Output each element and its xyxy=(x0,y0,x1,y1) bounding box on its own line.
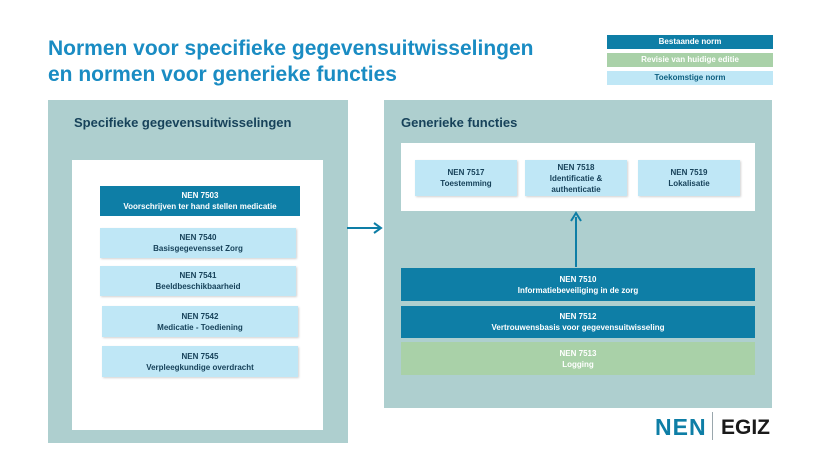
norm-code: NEN 7513 xyxy=(559,348,597,358)
norm-code: NEN 7517 xyxy=(447,168,485,177)
norm-box-7519: NEN 7519 Lokalisatie xyxy=(638,160,740,196)
norm-name: Beeldbeschikbaarheid xyxy=(155,282,241,291)
norm-code: NEN 7512 xyxy=(559,312,597,321)
norm-code: NEN 7545 xyxy=(181,351,219,361)
logo-divider xyxy=(712,412,713,440)
norm-box-7541: NEN 7541 Beeldbeschikbaarheid xyxy=(100,266,296,296)
norm-name: Logging xyxy=(562,359,594,369)
norm-code: NEN 7519 xyxy=(670,168,708,177)
title-line-1: Normen voor specifieke gegevensuitwissel… xyxy=(48,37,534,60)
norm-box-7513: NEN 7513 Logging xyxy=(401,342,755,375)
norm-code: NEN 7542 xyxy=(181,311,219,321)
norm-box-7503: NEN 7503 Voorschrijven ter hand stellen … xyxy=(100,186,300,216)
norm-name: Lokalisatie xyxy=(668,179,710,188)
norm-code: NEN 7540 xyxy=(179,233,217,242)
specific-exchanges-title: Specifieke gegevensuitwisselingen xyxy=(74,115,292,130)
norm-name: Vertrouwensbasis voor gegevensuitwisseli… xyxy=(491,323,665,332)
norm-name: Voorschrijven ter hand stellen medicatie xyxy=(123,202,277,211)
generic-functions-panel: Generieke functies NEN 7517 Toestemming … xyxy=(384,100,772,408)
specific-norms-container: NEN 7503 Voorschrijven ter hand stellen … xyxy=(72,160,323,430)
norm-name: Informatiebeveiliging in de zorg xyxy=(517,285,639,295)
norm-name: Verpleegkundige overdracht xyxy=(146,362,254,372)
specific-exchanges-panel: Specifieke gegevensuitwisselingen NEN 75… xyxy=(48,100,348,443)
norm-box-7542: NEN 7542 Medicatie - Toediening xyxy=(102,306,298,337)
norm-name: Basisgegevensset Zorg xyxy=(153,244,243,253)
page-title: Normen voor specifieke gegevensuitwissel… xyxy=(48,36,568,88)
nen-logo: NEN xyxy=(655,414,707,440)
norm-name: Medicatie - Toediening xyxy=(157,322,243,332)
legend-revision: Revisie van huidige editie xyxy=(607,53,773,67)
norm-box-7545: NEN 7545 Verpleegkundige overdracht xyxy=(102,346,298,377)
norm-box-7517: NEN 7517 Toestemming xyxy=(415,160,517,196)
generic-norms-container: NEN 7517 Toestemming NEN 7518 Identifica… xyxy=(401,143,755,211)
arrow-up-icon xyxy=(570,211,582,267)
generic-functions-title: Generieke functies xyxy=(401,115,518,130)
norm-code: NEN 7518 xyxy=(557,162,595,172)
egiz-logo: EGIZ xyxy=(721,416,771,439)
norm-box-7518: NEN 7518 Identificatie & authenticatie xyxy=(525,160,627,196)
norm-code: NEN 7541 xyxy=(179,271,217,280)
title-line-2: en normen voor generieke functies xyxy=(48,63,397,86)
norm-code: NEN 7510 xyxy=(559,274,597,284)
legend-future: Toekomstige norm xyxy=(607,71,773,85)
norm-code: NEN 7503 xyxy=(181,191,219,200)
norm-box-7512: NEN 7512 Vertrouwensbasis voor gegevensu… xyxy=(401,306,755,338)
norm-name: Toestemming xyxy=(440,179,492,188)
arrow-right-icon xyxy=(347,222,383,234)
norm-box-7540: NEN 7540 Basisgegevensset Zorg xyxy=(100,228,296,258)
legend-existing: Bestaande norm xyxy=(607,35,773,49)
norm-name: Identificatie & authenticatie xyxy=(549,173,603,194)
norm-box-7510: NEN 7510 Informatiebeveiliging in de zor… xyxy=(401,268,755,301)
